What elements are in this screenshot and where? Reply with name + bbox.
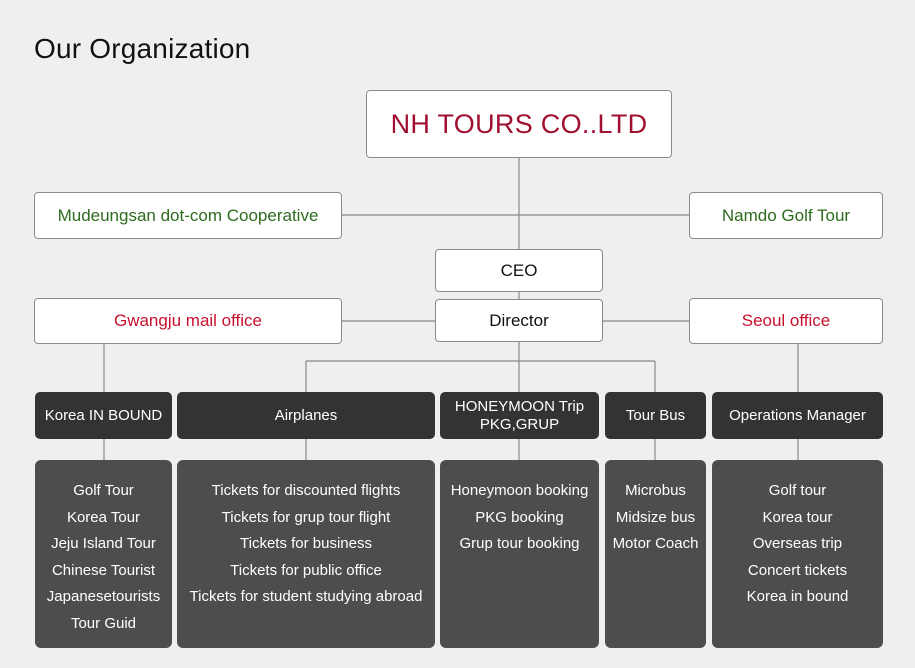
- dept-header-tour-bus: Tour Bus: [605, 392, 706, 439]
- list-item: Tickets for public office: [230, 561, 382, 579]
- director-label: Director: [489, 310, 549, 330]
- list-item: Japanesetourists: [46, 588, 161, 605]
- dept-name: Korea IN BOUND: [44, 406, 163, 424]
- list-item: Midsize bus: [615, 508, 696, 526]
- list-item: Tickets for business: [240, 535, 372, 552]
- list-item: Honeymoon booking: [450, 482, 589, 499]
- list-item: PKG booking: [475, 508, 564, 526]
- list-item: Korea in bound: [746, 588, 849, 605]
- office-right-box: Seoul office: [689, 298, 883, 344]
- list-item: Grup tour booking: [459, 535, 580, 552]
- dept-list-honeymoon: Honeymoon booking PKG booking Grup tour …: [440, 460, 599, 648]
- affiliate-left-label: Mudeungsan dot-com Cooperative: [57, 205, 319, 225]
- company-name: NH TOURS CO..LTD: [390, 108, 648, 139]
- list-item: Tickets for grup tour flight: [221, 508, 391, 526]
- page-title: Our Organization: [34, 33, 251, 64]
- list-item: Korea tour: [762, 508, 833, 526]
- dept-header-airplanes: Airplanes: [177, 392, 435, 439]
- affiliate-right-box: Namdo Golf Tour: [689, 192, 883, 239]
- dept-list-airplanes: Tickets for discounted flights Tickets f…: [177, 460, 435, 648]
- company-box: NH TOURS CO..LTD: [366, 90, 672, 158]
- affiliate-left-box: Mudeungsan dot-com Cooperative: [34, 192, 342, 239]
- list-item: Korea Tour: [66, 508, 141, 526]
- affiliate-right-label: Namdo Golf Tour: [721, 205, 851, 225]
- ceo-box: CEO: [435, 249, 603, 292]
- dept-name: Operations Manager: [729, 406, 866, 424]
- list-item: Tickets for student studying abroad: [189, 588, 423, 605]
- list-item: Chinese Tourist: [51, 561, 156, 579]
- list-item: Tickets for discounted flights: [211, 482, 401, 499]
- dept-name-line1: HONEYMOON Trip: [454, 397, 585, 415]
- list-item: Golf tour: [768, 482, 827, 499]
- list-item: Overseas trip: [752, 535, 843, 552]
- dept-header-honeymoon: HONEYMOON Trip PKG,GRUP: [440, 392, 599, 439]
- dept-header-operations: Operations Manager: [712, 392, 883, 439]
- office-left-box: Gwangju mail office: [34, 298, 342, 344]
- office-left-label: Gwangju mail office: [113, 311, 263, 330]
- dept-list-tour-bus: Microbus Midsize bus Motor Coach: [605, 460, 706, 648]
- dept-name: Tour Bus: [625, 406, 686, 424]
- dept-name-line2: PKG,GRUP: [479, 415, 560, 433]
- ceo-label: CEO: [500, 260, 538, 280]
- list-item: Motor Coach: [612, 535, 699, 552]
- dept-list-operations: Golf tour Korea tour Overseas trip Conce…: [712, 460, 883, 648]
- list-item: Jeju Island Tour: [51, 535, 156, 552]
- dept-list-korea-inbound: Golf Tour Korea Tour Jeju Island Tour Ch…: [35, 460, 172, 648]
- dept-name: Airplanes: [274, 406, 338, 424]
- office-right-label: Seoul office: [741, 311, 831, 330]
- director-box: Director: [435, 299, 603, 342]
- list-item: Microbus: [625, 482, 686, 499]
- dept-header-korea-inbound: Korea IN BOUND: [35, 392, 172, 439]
- list-item: Tour Guid: [70, 614, 137, 632]
- list-item: Concert tickets: [747, 561, 848, 579]
- list-item: Golf Tour: [73, 482, 134, 499]
